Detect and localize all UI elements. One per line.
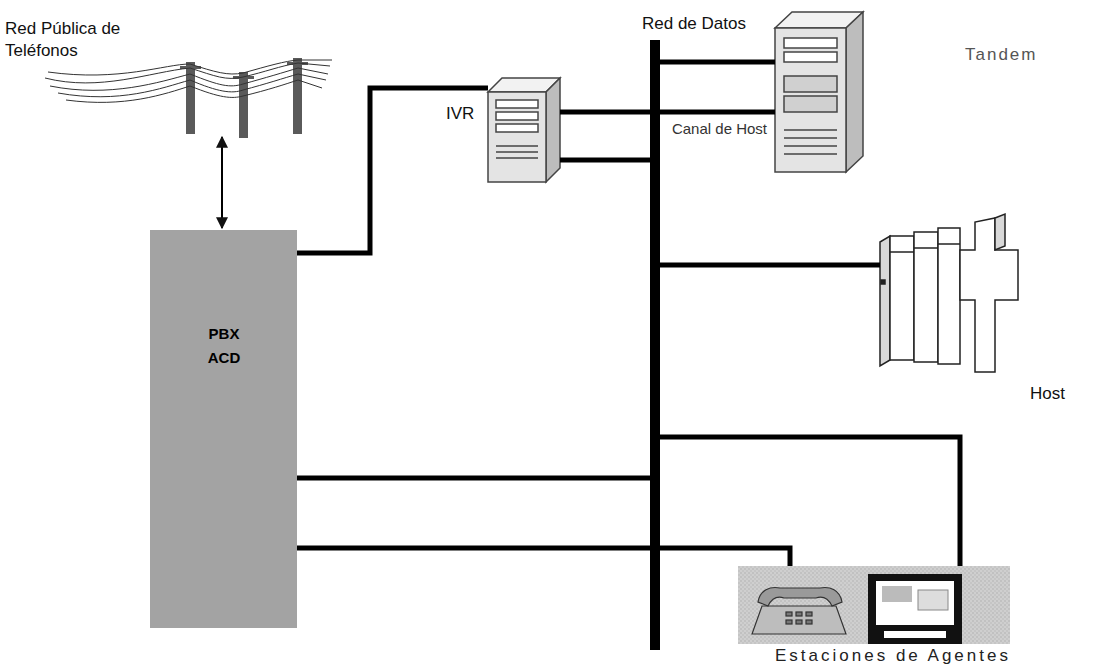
screen-window <box>882 586 912 602</box>
phone-key <box>806 612 812 616</box>
network-line <box>560 158 650 163</box>
pbx-acd-box: PBX ACD <box>150 230 297 628</box>
pole <box>239 72 248 138</box>
indicator <box>881 280 885 284</box>
drive-bay <box>496 124 538 132</box>
cabinet <box>914 232 938 362</box>
telephone-icon <box>752 588 846 634</box>
node-label: PBX ACD <box>198 322 250 370</box>
vent <box>784 145 837 147</box>
tandem-server: Tandem <box>775 12 863 172</box>
phone-key <box>796 620 802 624</box>
vent <box>496 145 538 147</box>
drive-bay <box>784 76 837 92</box>
wire <box>50 68 328 90</box>
tandem-server <box>775 12 863 172</box>
vent <box>784 129 837 131</box>
node-label: Red de Datos <box>642 14 746 34</box>
screen-window <box>918 590 948 610</box>
ivr-server <box>488 78 560 182</box>
cabinet-side <box>880 236 890 366</box>
network-line <box>660 263 880 268</box>
vent <box>784 153 837 155</box>
server-side <box>846 12 863 172</box>
vent <box>784 137 837 139</box>
monitor <box>868 574 962 644</box>
voice-line <box>297 548 790 566</box>
server-front <box>488 92 546 182</box>
node-label: Host <box>1030 384 1065 404</box>
drive-bay <box>784 52 837 62</box>
telephone-wires <box>45 60 332 102</box>
vent <box>496 151 538 153</box>
panel-line <box>914 247 938 249</box>
drive-bay <box>784 38 837 48</box>
cabinet <box>938 228 960 364</box>
drive-bay <box>784 96 837 112</box>
panel-line <box>938 243 960 245</box>
screen <box>876 581 954 625</box>
node-label: Tandem <box>965 45 1037 65</box>
telephone-poles <box>180 58 308 138</box>
computer-icon <box>868 574 962 644</box>
phone-handset <box>758 588 842 606</box>
phone-network: Red Pública de Teléfonos <box>45 62 335 136</box>
cabinet-side <box>995 214 1005 250</box>
cabinet <box>890 236 914 360</box>
double-arrow <box>221 137 223 228</box>
phone-key <box>796 612 802 616</box>
wire <box>58 74 326 97</box>
phone-key <box>806 620 812 624</box>
wire <box>66 80 322 102</box>
wire <box>45 63 330 83</box>
phone-key <box>786 620 792 624</box>
edge-label: Canal de Host <box>670 120 769 138</box>
server-side <box>546 78 560 182</box>
ivr-server: IVR <box>488 78 560 182</box>
server-front <box>775 28 846 172</box>
agent-station-panel <box>738 566 1010 644</box>
keyboard <box>884 631 946 638</box>
host-mainframe <box>880 214 1018 372</box>
phone-key <box>786 612 792 616</box>
network-line <box>660 437 960 566</box>
node-label: Red Pública de Teléfonos <box>5 18 175 62</box>
pole <box>186 62 195 134</box>
panel-line <box>890 251 914 253</box>
node-label: Estaciones de Agentes <box>775 647 1011 665</box>
phone-base <box>752 606 846 634</box>
trunk-line <box>297 88 488 253</box>
drive-bay <box>496 112 538 120</box>
data-network-bus: Red de Datos <box>650 40 660 650</box>
host-mainframe: Host <box>880 218 1020 373</box>
drive-bay <box>496 100 538 108</box>
agent-stations: Estaciones de Agentes <box>738 566 1010 644</box>
cti-line <box>297 476 650 481</box>
cabinet <box>960 218 1018 372</box>
network-line <box>660 60 775 65</box>
node-label: IVR <box>446 104 474 124</box>
vent <box>496 157 538 159</box>
host-channel-line <box>560 110 775 115</box>
